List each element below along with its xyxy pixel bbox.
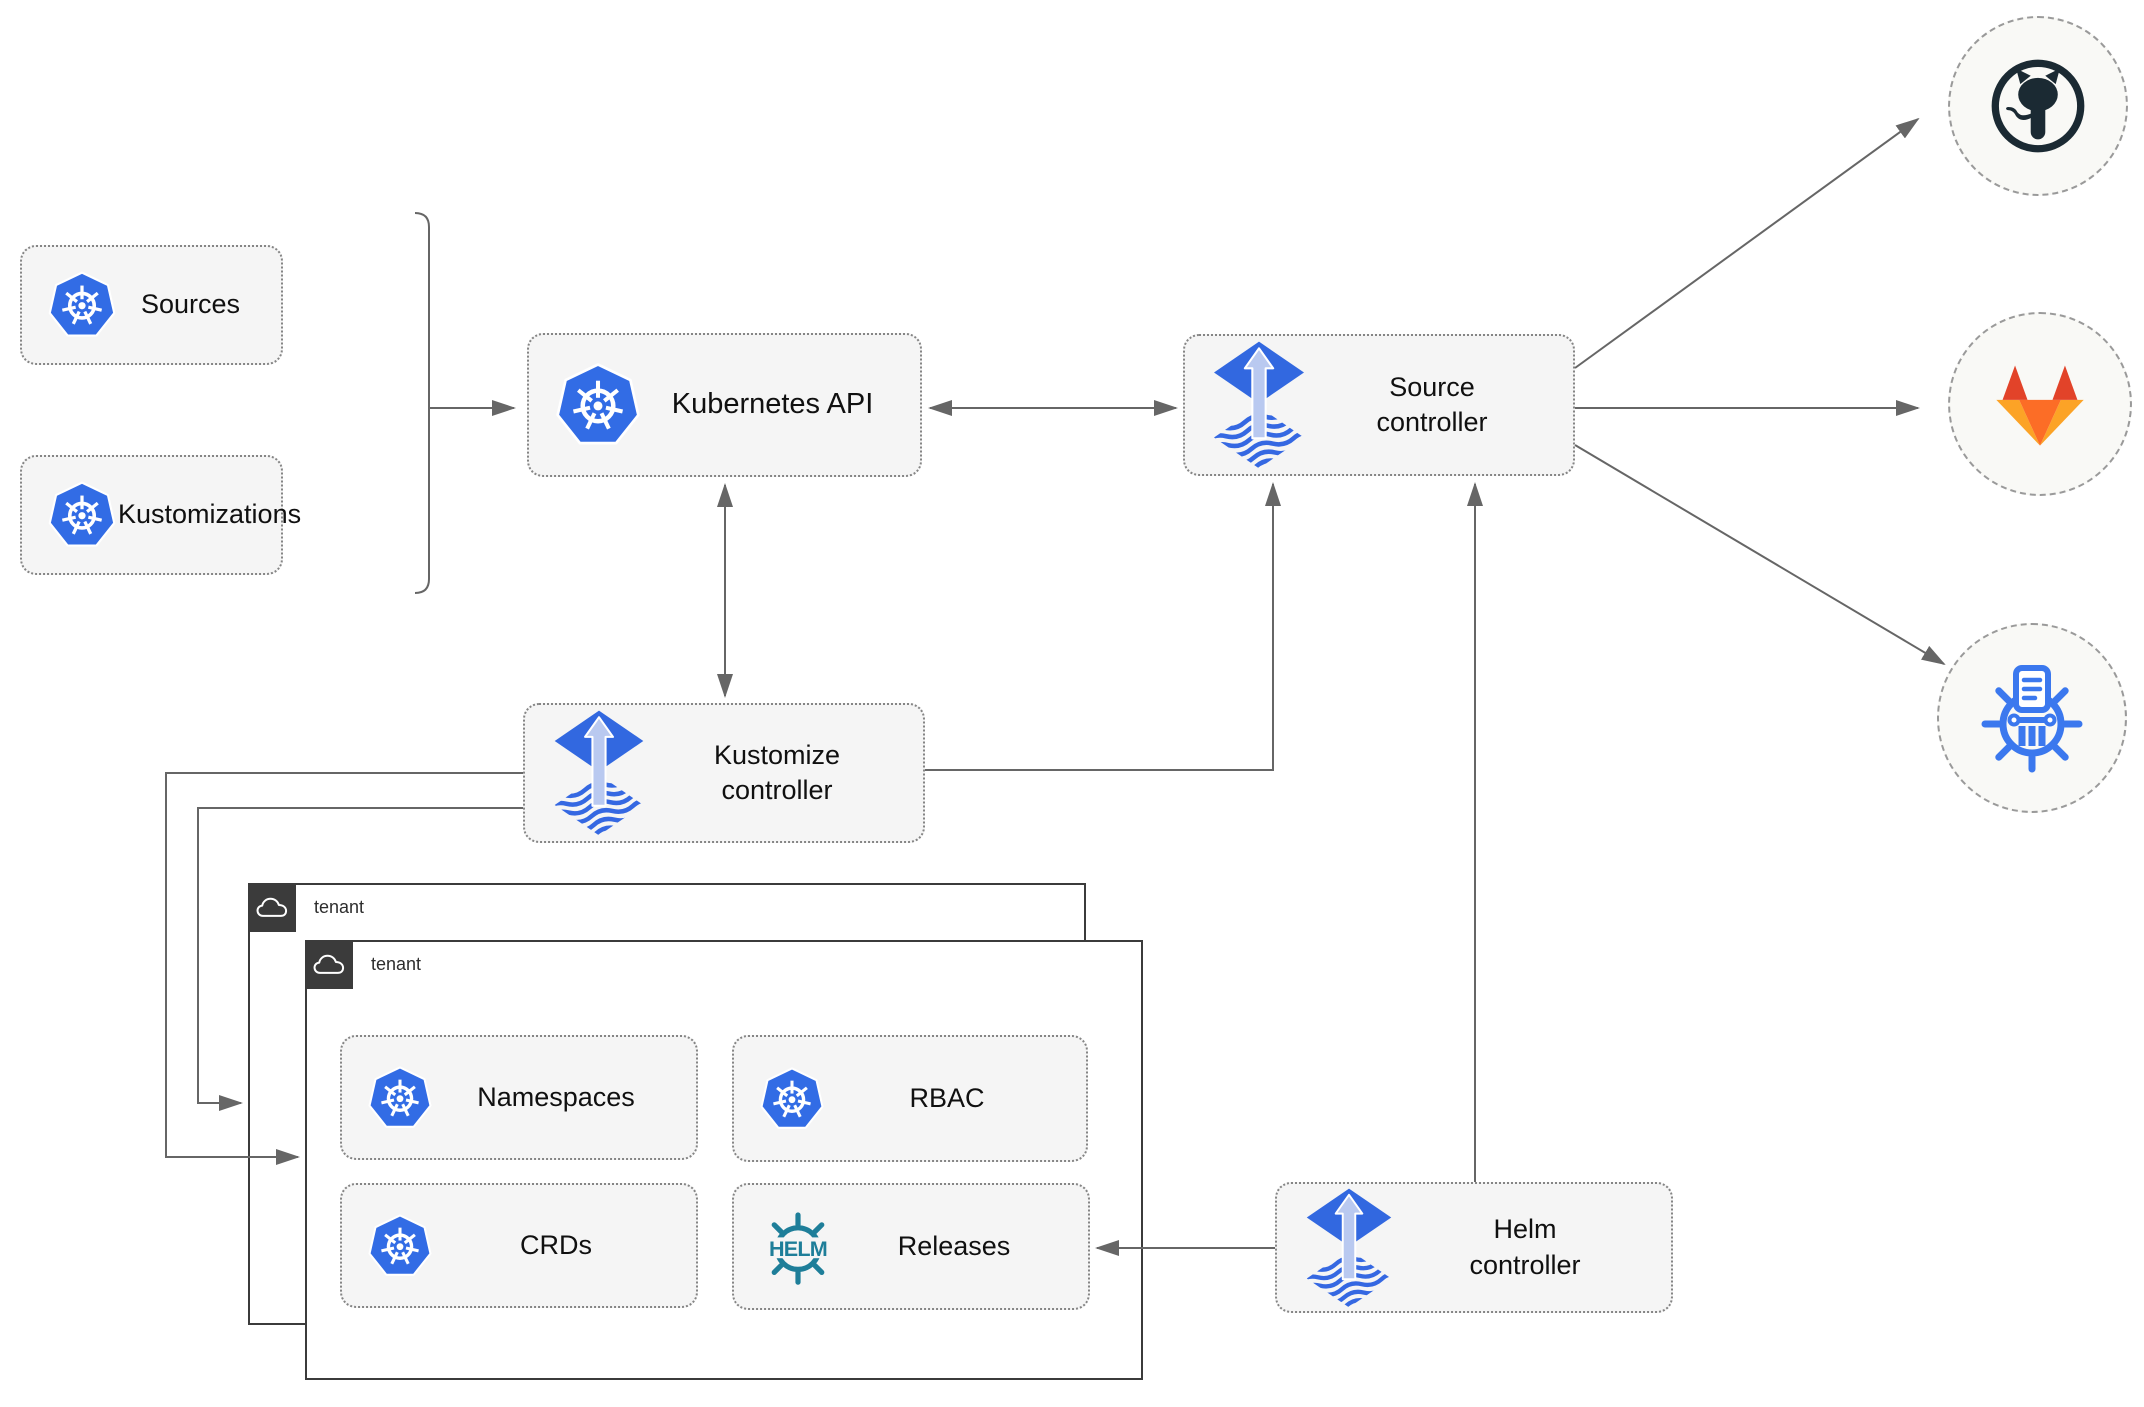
gitlab-remote <box>1948 312 2132 496</box>
connector-kustomize-to-source-controller <box>925 482 1281 771</box>
kustomizations-label: Kustomizations <box>118 499 302 530</box>
kubernetes-icon <box>46 479 118 551</box>
gitlab-icon <box>1988 356 2092 452</box>
helm-chart-repository-remote <box>1937 623 2127 813</box>
github-remote <box>1948 16 2128 196</box>
kubernetes-icon <box>366 1212 434 1280</box>
kubernetes-icon <box>366 1064 434 1132</box>
kubernetes-api-box: Kubernetes API <box>527 333 922 477</box>
source-controller-box: Source controller <box>1183 334 1575 476</box>
tenant-label: tenant <box>314 897 365 917</box>
releases-box: Releases <box>732 1183 1090 1310</box>
crds-label: CRDs <box>520 1229 592 1260</box>
helm-controller-label: Helm controller <box>1469 1214 1581 1280</box>
crds-box: CRDs <box>340 1183 698 1308</box>
source-controller-label: Source controller <box>1376 371 1488 437</box>
kubernetes-api-label: Kubernetes API <box>671 388 874 421</box>
sources-label: Sources <box>140 289 241 320</box>
kubernetes-icon <box>553 360 643 450</box>
rbac-label: RBAC <box>909 1082 985 1113</box>
cloud-icon <box>256 896 288 919</box>
github-icon <box>1988 56 2088 156</box>
kustomizations-box: Kustomizations <box>20 455 301 575</box>
helm-icon <box>758 1207 838 1287</box>
connector-source-controller-to-chart-repository <box>1574 444 1946 666</box>
sources-box: Sources <box>20 245 283 365</box>
kustomize-controller-label: Kustomize controller <box>713 739 841 805</box>
flux-icon <box>1209 340 1309 470</box>
releases-label: Releases <box>897 1230 1011 1261</box>
helm-controller-box: Helm controller <box>1275 1182 1673 1313</box>
flux-icon <box>549 709 649 837</box>
tenant-tab <box>248 883 296 932</box>
flux-icon <box>1301 1187 1397 1309</box>
rbac-box: RBAC <box>732 1035 1088 1162</box>
cloud-icon <box>313 953 345 976</box>
tenant-label: tenant <box>371 954 422 974</box>
helm-chart-repository-icon <box>1972 658 2092 778</box>
namespaces-label: Namespaces <box>477 1081 635 1112</box>
brace-left-group <box>414 212 430 594</box>
kubernetes-icon <box>758 1065 826 1133</box>
connector-source-controller-to-github <box>1574 117 1920 369</box>
kustomize-controller-box: Kustomize controller <box>523 703 925 843</box>
kubernetes-icon <box>46 269 118 341</box>
namespaces-box: Namespaces <box>340 1035 698 1160</box>
tenant-tab <box>305 940 353 989</box>
